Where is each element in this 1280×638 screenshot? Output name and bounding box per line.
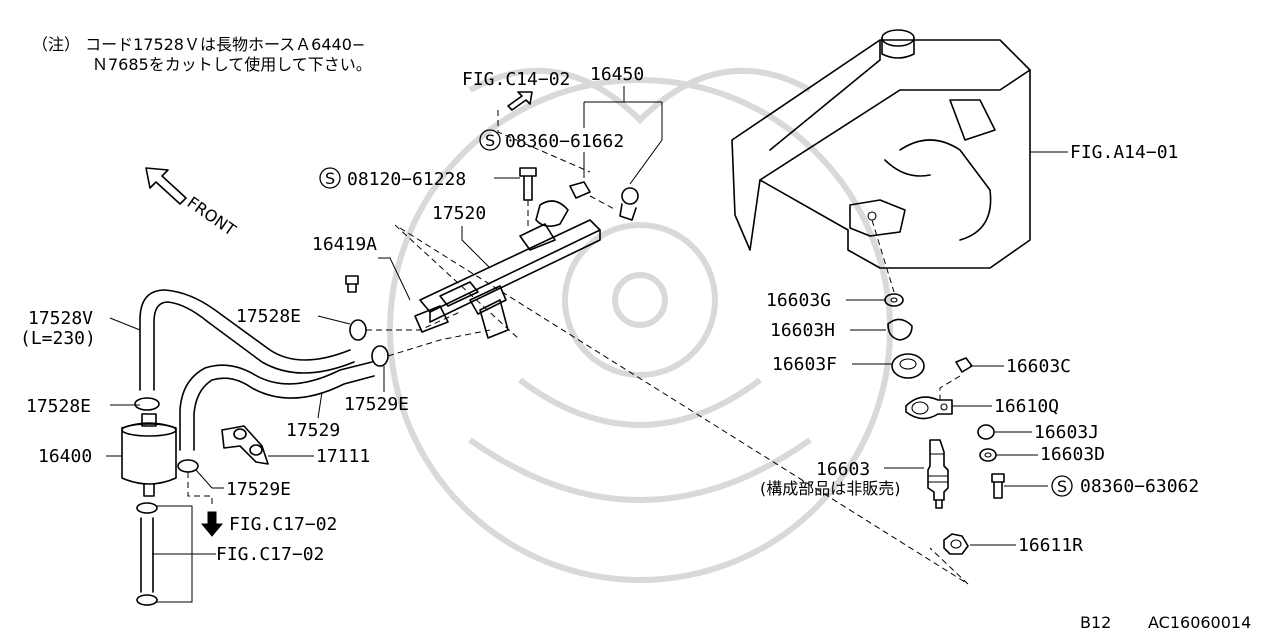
clamp-17529e-right — [371, 345, 389, 367]
label-16610q: 16610Q — [994, 396, 1059, 417]
fuel-rail-17520 — [414, 219, 601, 339]
label-16603h: 16603H — [770, 320, 835, 341]
seal-16603g — [884, 293, 904, 307]
label-17529: 17529 — [286, 420, 340, 441]
front-arrow-icon — [145, 167, 187, 205]
dashed-link-17529e — [387, 329, 491, 357]
label-16603f: 16603F — [772, 354, 837, 375]
injector-16603 — [927, 439, 949, 509]
label-16400: 16400 — [38, 446, 92, 467]
dashed-link-17529e-bottom — [187, 472, 213, 508]
clip-17111 — [221, 425, 269, 465]
s-mark-1: S — [485, 131, 495, 150]
label-fig-c17-02-a: FIG.C17−02 — [229, 514, 337, 535]
dashed-link-rail — [394, 224, 521, 341]
hose-lower — [136, 502, 158, 606]
diagram-id: AC16060014 — [1148, 613, 1251, 632]
fig-c17-02-arrow-icon — [200, 511, 224, 537]
dashed-link-16603g — [871, 219, 895, 293]
label-16603c: 16603C — [1006, 356, 1071, 377]
watermark-emblem — [387, 67, 893, 583]
leader-17529e-bottom — [195, 469, 224, 489]
note-line-1: （注） コード17528Ｖは長物ホースＡ6440− — [32, 35, 365, 54]
dashed-link-17528e — [366, 311, 461, 331]
label-16450: 16450 — [590, 64, 644, 85]
bolt-16419a — [345, 275, 359, 293]
bolt-08360-63062 — [991, 473, 1005, 499]
label-fig-c14-02: FIG.C14−02 — [462, 69, 570, 90]
label-fig-c17-02-b: FIG.C17−02 — [216, 544, 324, 565]
seal-16603c — [955, 357, 973, 373]
label-fig-a14-01: FIG.A14−01 — [1070, 142, 1178, 163]
label-17111: 17111 — [316, 446, 370, 467]
hose-17529 — [179, 361, 375, 451]
clamp-17528e-left — [134, 397, 160, 411]
engine-block — [731, 29, 1031, 269]
label-17529e-right: 17529E — [344, 394, 409, 415]
leader-17529 — [317, 391, 323, 419]
label-17528e-left: 17528E — [26, 396, 91, 417]
dashed-center-line — [399, 227, 969, 585]
clip-16603h — [887, 318, 913, 341]
label-16419a: 16419A — [312, 234, 377, 255]
label-17528e-top: 17528E — [236, 306, 301, 327]
clamp-17529e-bottom — [177, 459, 199, 473]
label-16603g: 16603G — [766, 290, 831, 311]
leader-17520 — [461, 226, 491, 269]
clamp-17528e-top — [349, 319, 367, 341]
symbol-s-08120-61228 — [319, 167, 341, 189]
insulator-16603f — [891, 353, 925, 379]
label-17520: 17520 — [432, 203, 486, 224]
dashed-link-16603c — [939, 375, 961, 400]
leader-17528v — [109, 317, 141, 331]
bracket-16450 — [583, 86, 663, 185]
seal-16603j — [977, 424, 995, 440]
bracket-fig-c17-02 — [152, 505, 216, 603]
holder-16610q — [905, 396, 953, 420]
symbol-s-08360-61662 — [479, 129, 501, 151]
dashed-link-fig-c14-02 — [497, 110, 591, 173]
s-mark-2: S — [325, 169, 335, 188]
label-08360-63062: 08360−63062 — [1080, 476, 1199, 497]
label-17529e-bottom: 17529E — [226, 479, 291, 500]
label-16611r: 16611R — [1018, 535, 1083, 556]
insulator-16611r — [943, 533, 969, 555]
bolt-08120-61228 — [519, 167, 537, 228]
label-08360-61662: 08360−61662 — [505, 131, 624, 152]
front-label: FRONT — [184, 193, 240, 240]
label-16603-note: (構成部品は非販売) — [760, 479, 901, 498]
page-code: B12 — [1080, 613, 1111, 632]
label-17528v: 17528V — [28, 308, 93, 329]
note-line-2: Ｎ7685をカットして使用して下さい。 — [92, 55, 372, 74]
label-17528v-length: (L=230) — [20, 328, 96, 349]
leader-17528e-top — [317, 315, 351, 325]
fuel-filter-16400 — [121, 413, 177, 497]
pressure-regulator-parts — [535, 181, 639, 228]
leader-16419a — [378, 257, 411, 301]
label-16603: 16603 — [816, 459, 870, 480]
label-08120-61228: 08120−61228 — [347, 169, 466, 190]
s-mark-3: S — [1057, 477, 1067, 496]
label-16603j: 16603J — [1034, 422, 1099, 443]
label-16603d: 16603D — [1040, 444, 1105, 465]
fig-c14-02-arrow-icon — [507, 91, 533, 111]
symbol-s-08360-63062 — [1051, 475, 1073, 497]
seal-16603d — [979, 448, 997, 462]
hose-17528v — [139, 289, 355, 391]
